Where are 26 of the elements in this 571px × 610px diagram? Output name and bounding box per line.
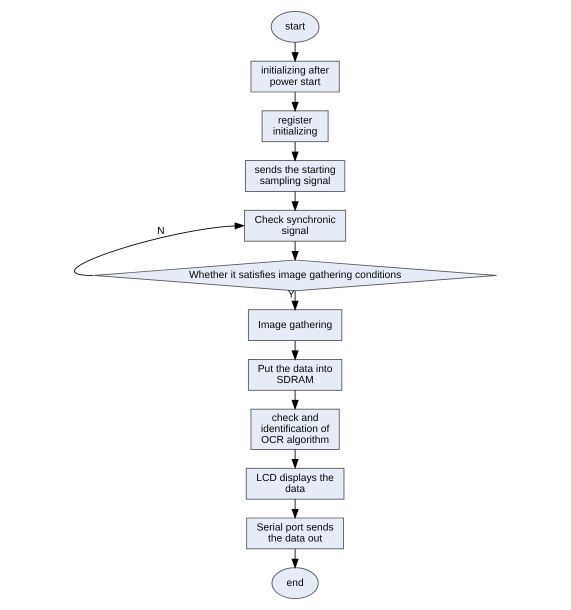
- arrow: [292, 141, 299, 162]
- node-box: register initializing: [262, 110, 329, 142]
- node-box: LCD displays the data: [246, 468, 344, 500]
- node-box: check and identification of OCR algorithm: [250, 408, 340, 450]
- node-box: Image gathering: [248, 309, 342, 341]
- node-diamond: Whether it satisfies image gathering conditions: [93, 260, 498, 292]
- arrow: [292, 191, 299, 212]
- edge-label: Y: [288, 289, 295, 300]
- arrow: [292, 92, 299, 112]
- node-ellipse: start: [270, 11, 320, 43]
- arrow: [74, 222, 245, 276]
- node-box: Serial port sends the data out: [246, 518, 344, 550]
- arrow: [292, 340, 299, 361]
- arrow: [292, 390, 299, 410]
- node-ellipse: end: [272, 567, 319, 599]
- arrow: [292, 42, 299, 62]
- node-box: initializing after power start: [250, 60, 340, 92]
- node-box: Put the data into SDRAM: [248, 359, 342, 391]
- edge-label: N: [157, 226, 165, 237]
- arrow: [292, 498, 299, 520]
- arrow: [292, 449, 299, 470]
- node-box: sends the starting sampling signal: [244, 160, 346, 192]
- arrow: [292, 240, 299, 262]
- arrow: [292, 548, 299, 569]
- node-box: Check synchronic signal: [244, 210, 346, 242]
- arrow: [292, 290, 299, 311]
